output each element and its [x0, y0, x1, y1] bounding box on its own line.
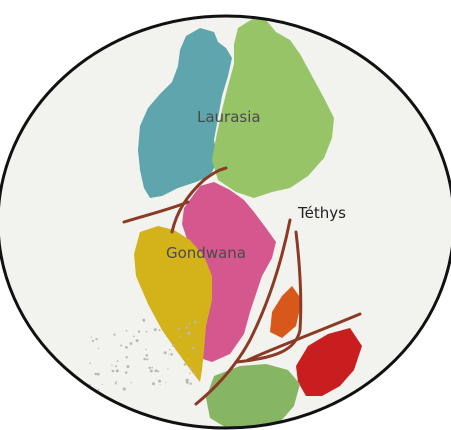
speckle-dot	[151, 366, 153, 369]
speckle-dot	[115, 380, 117, 383]
speckle-dot	[135, 339, 139, 343]
speckle-dot	[169, 348, 171, 351]
speckle-dot	[183, 363, 187, 366]
speckle-dot	[96, 372, 100, 376]
orange-block-landmass	[270, 286, 302, 338]
speckle-dot	[97, 347, 100, 350]
laurasia-label: Laurasia	[197, 108, 261, 126]
continents-group	[89, 18, 362, 428]
speckle-dot	[152, 382, 155, 386]
speckle-dot	[185, 326, 188, 330]
speckle-dot	[125, 346, 128, 349]
speckle-dot	[124, 371, 128, 374]
speckle-dot	[177, 327, 180, 330]
speckle-dot	[132, 335, 135, 338]
rift-line-north-2	[170, 166, 228, 234]
speckle-dot	[145, 354, 149, 357]
tethys-label: Téthys	[297, 204, 346, 222]
speckle-dot	[154, 369, 158, 373]
map-outline	[0, 14, 451, 430]
speckle-dot	[142, 318, 146, 322]
laurasia-east-landmass	[212, 18, 334, 198]
red-block-landmass	[296, 328, 362, 396]
speckle-dot	[165, 382, 167, 383]
speckle-dot	[189, 382, 192, 385]
speckle-dot	[149, 369, 153, 373]
speckle-dot	[97, 389, 100, 391]
speckle-dot	[89, 362, 91, 365]
speckle-dot	[189, 372, 191, 375]
speckle-dot	[189, 322, 191, 325]
speckle-dot	[113, 333, 116, 336]
speckle-dot	[137, 330, 141, 333]
speckle-dot	[129, 342, 133, 345]
speckle-dot	[90, 336, 92, 338]
speckle-noise	[89, 318, 197, 391]
speckle-dot	[185, 378, 189, 382]
speckle-dot	[158, 379, 162, 383]
speckle-dot	[114, 382, 117, 385]
speckle-dot	[148, 366, 151, 370]
speckle-dot	[158, 329, 161, 332]
speckle-dot	[194, 372, 196, 375]
speckle-dot	[186, 358, 189, 360]
speckle-dot	[145, 348, 147, 351]
rift-lines	[122, 166, 362, 406]
gondwana-label: Gondwana	[166, 244, 246, 262]
green-block-landmass	[206, 364, 300, 428]
speckle-dot	[130, 382, 132, 384]
speckle-dot	[91, 339, 94, 342]
speckle-dot	[115, 369, 119, 373]
speckle-dot	[101, 383, 103, 385]
speckle-dot	[194, 320, 197, 324]
speckle-dot	[111, 369, 114, 372]
speckle-dot	[125, 356, 128, 359]
speckle-dot	[157, 370, 160, 373]
speckle-dot	[172, 344, 175, 347]
laurasia-west-landmass	[138, 28, 232, 198]
speckle-dot	[125, 329, 128, 332]
speckle-dot	[193, 353, 195, 355]
speckle-dot	[190, 367, 193, 370]
speckle-dot	[168, 354, 169, 356]
speckle-dot	[120, 344, 123, 347]
speckle-dot	[126, 365, 130, 368]
speckle-dot	[122, 387, 126, 391]
speckle-dot	[145, 330, 148, 333]
speckle-dot	[170, 353, 173, 356]
speckle-dot	[114, 365, 117, 368]
gondwana-yellow-landmass	[134, 226, 212, 382]
rift-line-east-2	[234, 230, 303, 364]
speckle-dot	[167, 368, 169, 370]
speckle-dot	[159, 384, 161, 385]
speckle-dot	[187, 331, 191, 335]
speckle-dot	[153, 328, 157, 332]
speckle-dot	[116, 360, 119, 362]
speckle-dot	[111, 364, 113, 366]
speckle-dot	[146, 358, 149, 361]
speckle-dot	[94, 372, 98, 376]
rift-line-east-1	[194, 218, 292, 406]
speckle-dot	[178, 336, 181, 338]
speckle-dot	[163, 351, 167, 355]
speckle-dot	[89, 383, 91, 386]
speckle-dot	[192, 346, 195, 350]
speckle-dot	[143, 357, 146, 361]
speckle-dot	[95, 338, 98, 341]
rift-line-south	[246, 312, 362, 362]
